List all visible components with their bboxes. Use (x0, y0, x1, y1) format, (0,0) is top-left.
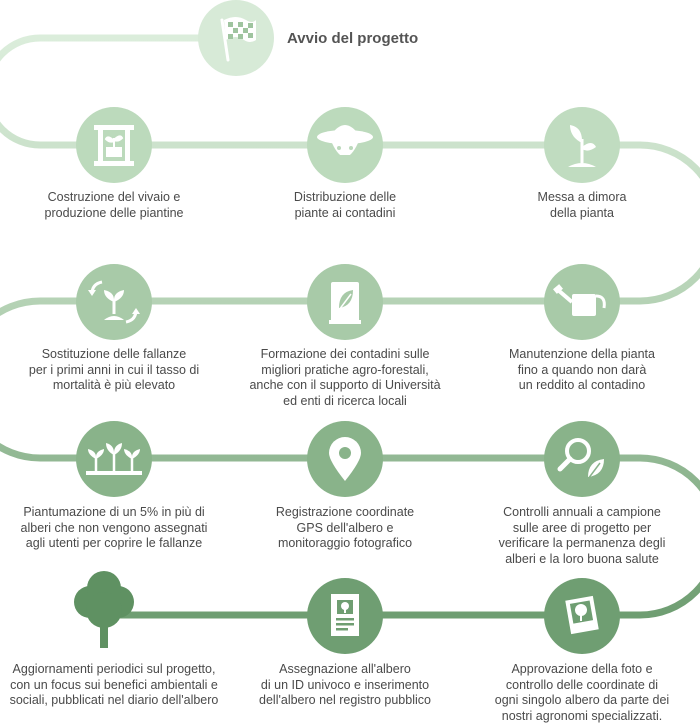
watering-can-icon (544, 264, 620, 340)
tree-nursery-icon (76, 107, 152, 183)
step-label-11: Assegnazione all'albero di un ID univoco… (259, 662, 431, 707)
step-label-5: Formazione dei contadini sulle migliori … (249, 347, 441, 408)
tree-icon (66, 570, 142, 656)
three-sprouts-icon (76, 421, 152, 497)
map-pin-icon (307, 421, 383, 497)
start-title: Avvio del progetto (287, 30, 419, 47)
start-flag-icon (198, 0, 274, 76)
leaf-book-icon (307, 264, 383, 340)
step-label-9: Controlli annuali a campione sulle aree … (498, 505, 666, 566)
tree-certificate-icon (307, 578, 383, 654)
step-label-1: Costruzione del vivaio e produzione dell… (44, 190, 184, 220)
step-label-7: Piantumazione di un 5% in più di alberi … (20, 505, 208, 550)
farmer-hat-icon (307, 107, 383, 183)
step-label-3: Messa a dimora della pianta (537, 190, 627, 220)
sprout-replace-icon (76, 264, 152, 340)
magnifier-leaf-icon (544, 421, 620, 497)
step-label-4: Manutenzione della pianta fino a quando … (509, 347, 655, 392)
step-label-8: Registrazione coordinate GPS dell'albero… (275, 505, 415, 550)
tree-photo-icon (544, 578, 620, 654)
step-label-12: Aggiornamenti periodici sul progetto, co… (9, 662, 219, 707)
step-label-10: Approvazione della foto e controllo dell… (494, 662, 670, 723)
step-label-6: Sostituzione delle fallanze per i primi … (28, 347, 200, 392)
step-label-2: Distribuzione delle piante ai contadini (293, 190, 397, 220)
sprout-icon (544, 107, 620, 183)
